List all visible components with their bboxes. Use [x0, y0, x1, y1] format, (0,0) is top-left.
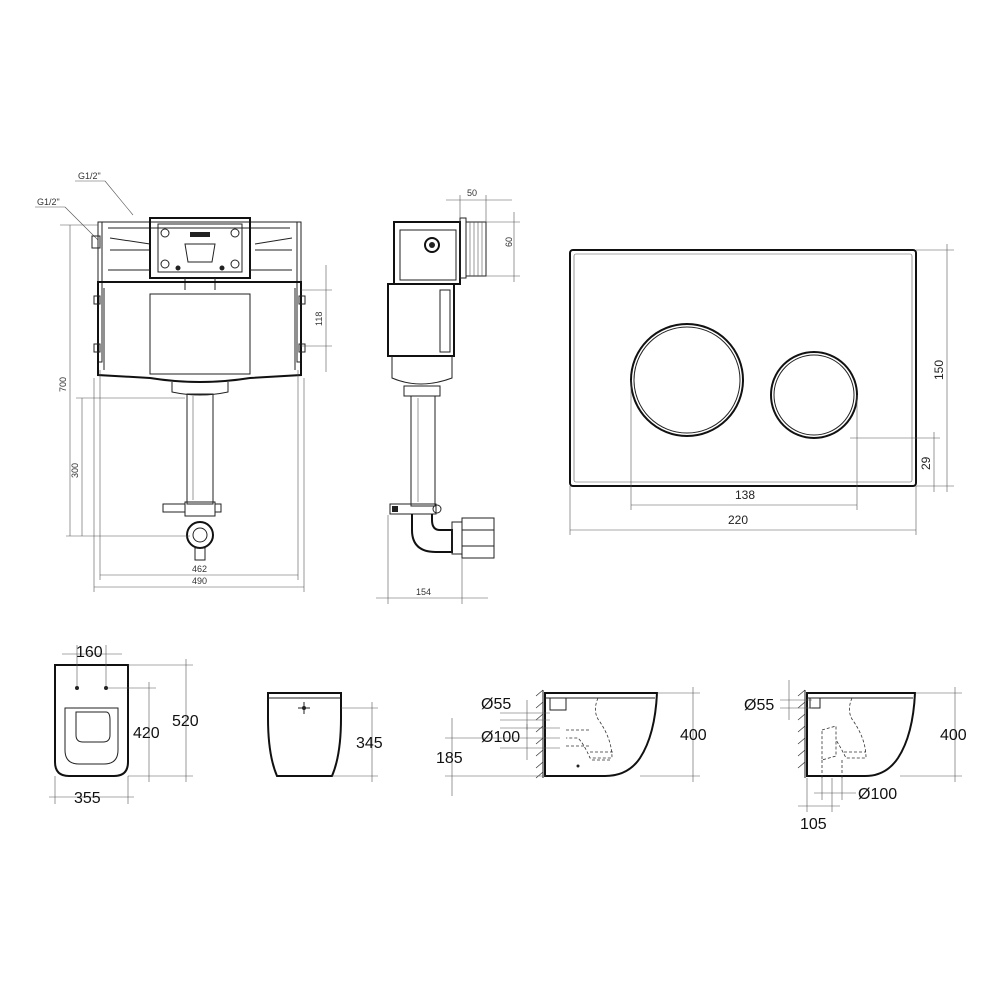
dim-floor-400-label: 400 — [940, 727, 967, 744]
cistern-side-view: 50 60 154 — [376, 188, 520, 604]
dim-160-label: 160 — [76, 644, 103, 661]
dim-side-o55-label: Ø55 — [481, 696, 511, 713]
dim-side-o100-label: Ø100 — [481, 729, 520, 746]
dim-185-label: 185 — [436, 750, 463, 767]
dim-300-label: 300 — [70, 463, 80, 478]
dim-420-label: 420 — [133, 725, 160, 742]
dim-138-label: 138 — [735, 488, 755, 502]
dim-462-label: 462 — [192, 564, 207, 574]
dim-700-label: 700 — [58, 377, 68, 392]
toilet-floor-view: Ø55 400 Ø100 105 — [744, 680, 967, 833]
cistern-front-view: G1/2" G1/2" — [35, 171, 332, 592]
inlet-side-label: G1/2" — [37, 197, 60, 207]
dim-345-label: 345 — [356, 735, 383, 752]
dim-118-label: 118 — [314, 312, 324, 326]
toilet-top-view: 160 420 520 355 — [49, 644, 199, 807]
dim-150-label: 150 — [932, 360, 946, 380]
dim-floor-o55-label: Ø55 — [744, 697, 774, 714]
dim-154-label: 154 — [416, 587, 431, 597]
toilet-front-view: 345 — [267, 692, 383, 782]
dim-355-label: 355 — [74, 790, 101, 807]
dim-490-label: 490 — [192, 576, 207, 586]
dim-50-label: 50 — [467, 188, 477, 198]
dim-105-label: 105 — [800, 816, 827, 833]
dim-floor-o100-label: Ø100 — [858, 786, 897, 803]
dim-60-label: 60 — [504, 237, 514, 247]
toilet-side-view: Ø55 Ø100 185 400 — [436, 687, 707, 796]
dim-520-label: 520 — [172, 713, 199, 730]
flush-plate-view: 150 29 138 220 — [569, 244, 954, 535]
dim-220-label: 220 — [728, 513, 748, 527]
dim-side-400-label: 400 — [680, 727, 707, 744]
dim-29-label: 29 — [919, 456, 933, 470]
inlet-top-label: G1/2" — [78, 171, 101, 181]
